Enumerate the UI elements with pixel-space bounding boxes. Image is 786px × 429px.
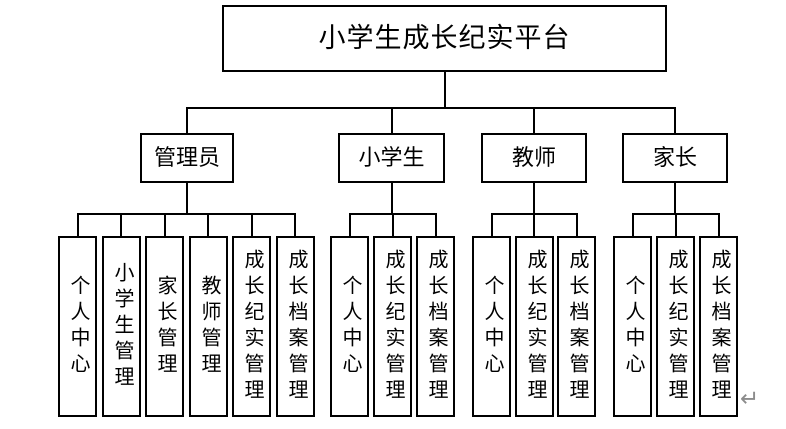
leaf-node: 成长档案管理: [557, 236, 596, 417]
leaf-node: 成长纪实管理: [656, 236, 695, 417]
leaf-node: 家长管理: [145, 236, 184, 417]
connector-line: [77, 213, 296, 215]
connector-line: [392, 213, 394, 238]
connector-line: [533, 183, 535, 215]
leaf-node: 个人中心: [472, 236, 511, 417]
connector-line: [576, 213, 578, 238]
connector-line: [251, 213, 253, 238]
connector-line: [391, 107, 393, 135]
branch-node-teacher: 教师: [481, 133, 587, 183]
connector-line: [164, 213, 166, 238]
connector-line: [186, 107, 188, 135]
connector-line: [349, 213, 351, 238]
leaf-node: 小学生管理: [102, 236, 141, 417]
connector-line: [77, 213, 79, 238]
connector-line: [435, 213, 437, 238]
connector-line: [675, 213, 677, 238]
connector-line: [391, 183, 393, 215]
connector-line: [533, 213, 535, 238]
connector-line: [186, 107, 676, 109]
leaf-node: 个人中心: [613, 236, 652, 417]
leaf-node: 成长纪实管理: [373, 236, 412, 417]
connector-line: [718, 213, 720, 238]
branch-node-parent: 家长: [622, 133, 728, 183]
connector-line: [186, 183, 188, 215]
connector-line: [207, 213, 209, 238]
connector-line: [632, 213, 634, 238]
leaf-node: 教师管理: [189, 236, 228, 417]
leaf-node: 个人中心: [330, 236, 369, 417]
connector-line: [444, 72, 446, 109]
connector-line: [491, 213, 493, 238]
root-node: 小学生成长纪实平台: [222, 5, 667, 72]
leaf-node: 成长档案管理: [276, 236, 315, 417]
connector-line: [533, 107, 535, 135]
paragraph-return-icon: ↵: [740, 386, 760, 412]
branch-node-admin: 管理员: [140, 133, 234, 183]
leaf-node: 成长档案管理: [699, 236, 738, 417]
leaf-node: 个人中心: [58, 236, 97, 417]
leaf-node: 成长档案管理: [416, 236, 455, 417]
connector-line: [674, 183, 676, 215]
connector-line: [674, 107, 676, 135]
connector-line: [294, 213, 296, 238]
leaf-node: 成长纪实管理: [515, 236, 554, 417]
leaf-node: 成长纪实管理: [232, 236, 271, 417]
connector-line: [120, 213, 122, 238]
branch-node-student: 小学生: [338, 133, 445, 183]
